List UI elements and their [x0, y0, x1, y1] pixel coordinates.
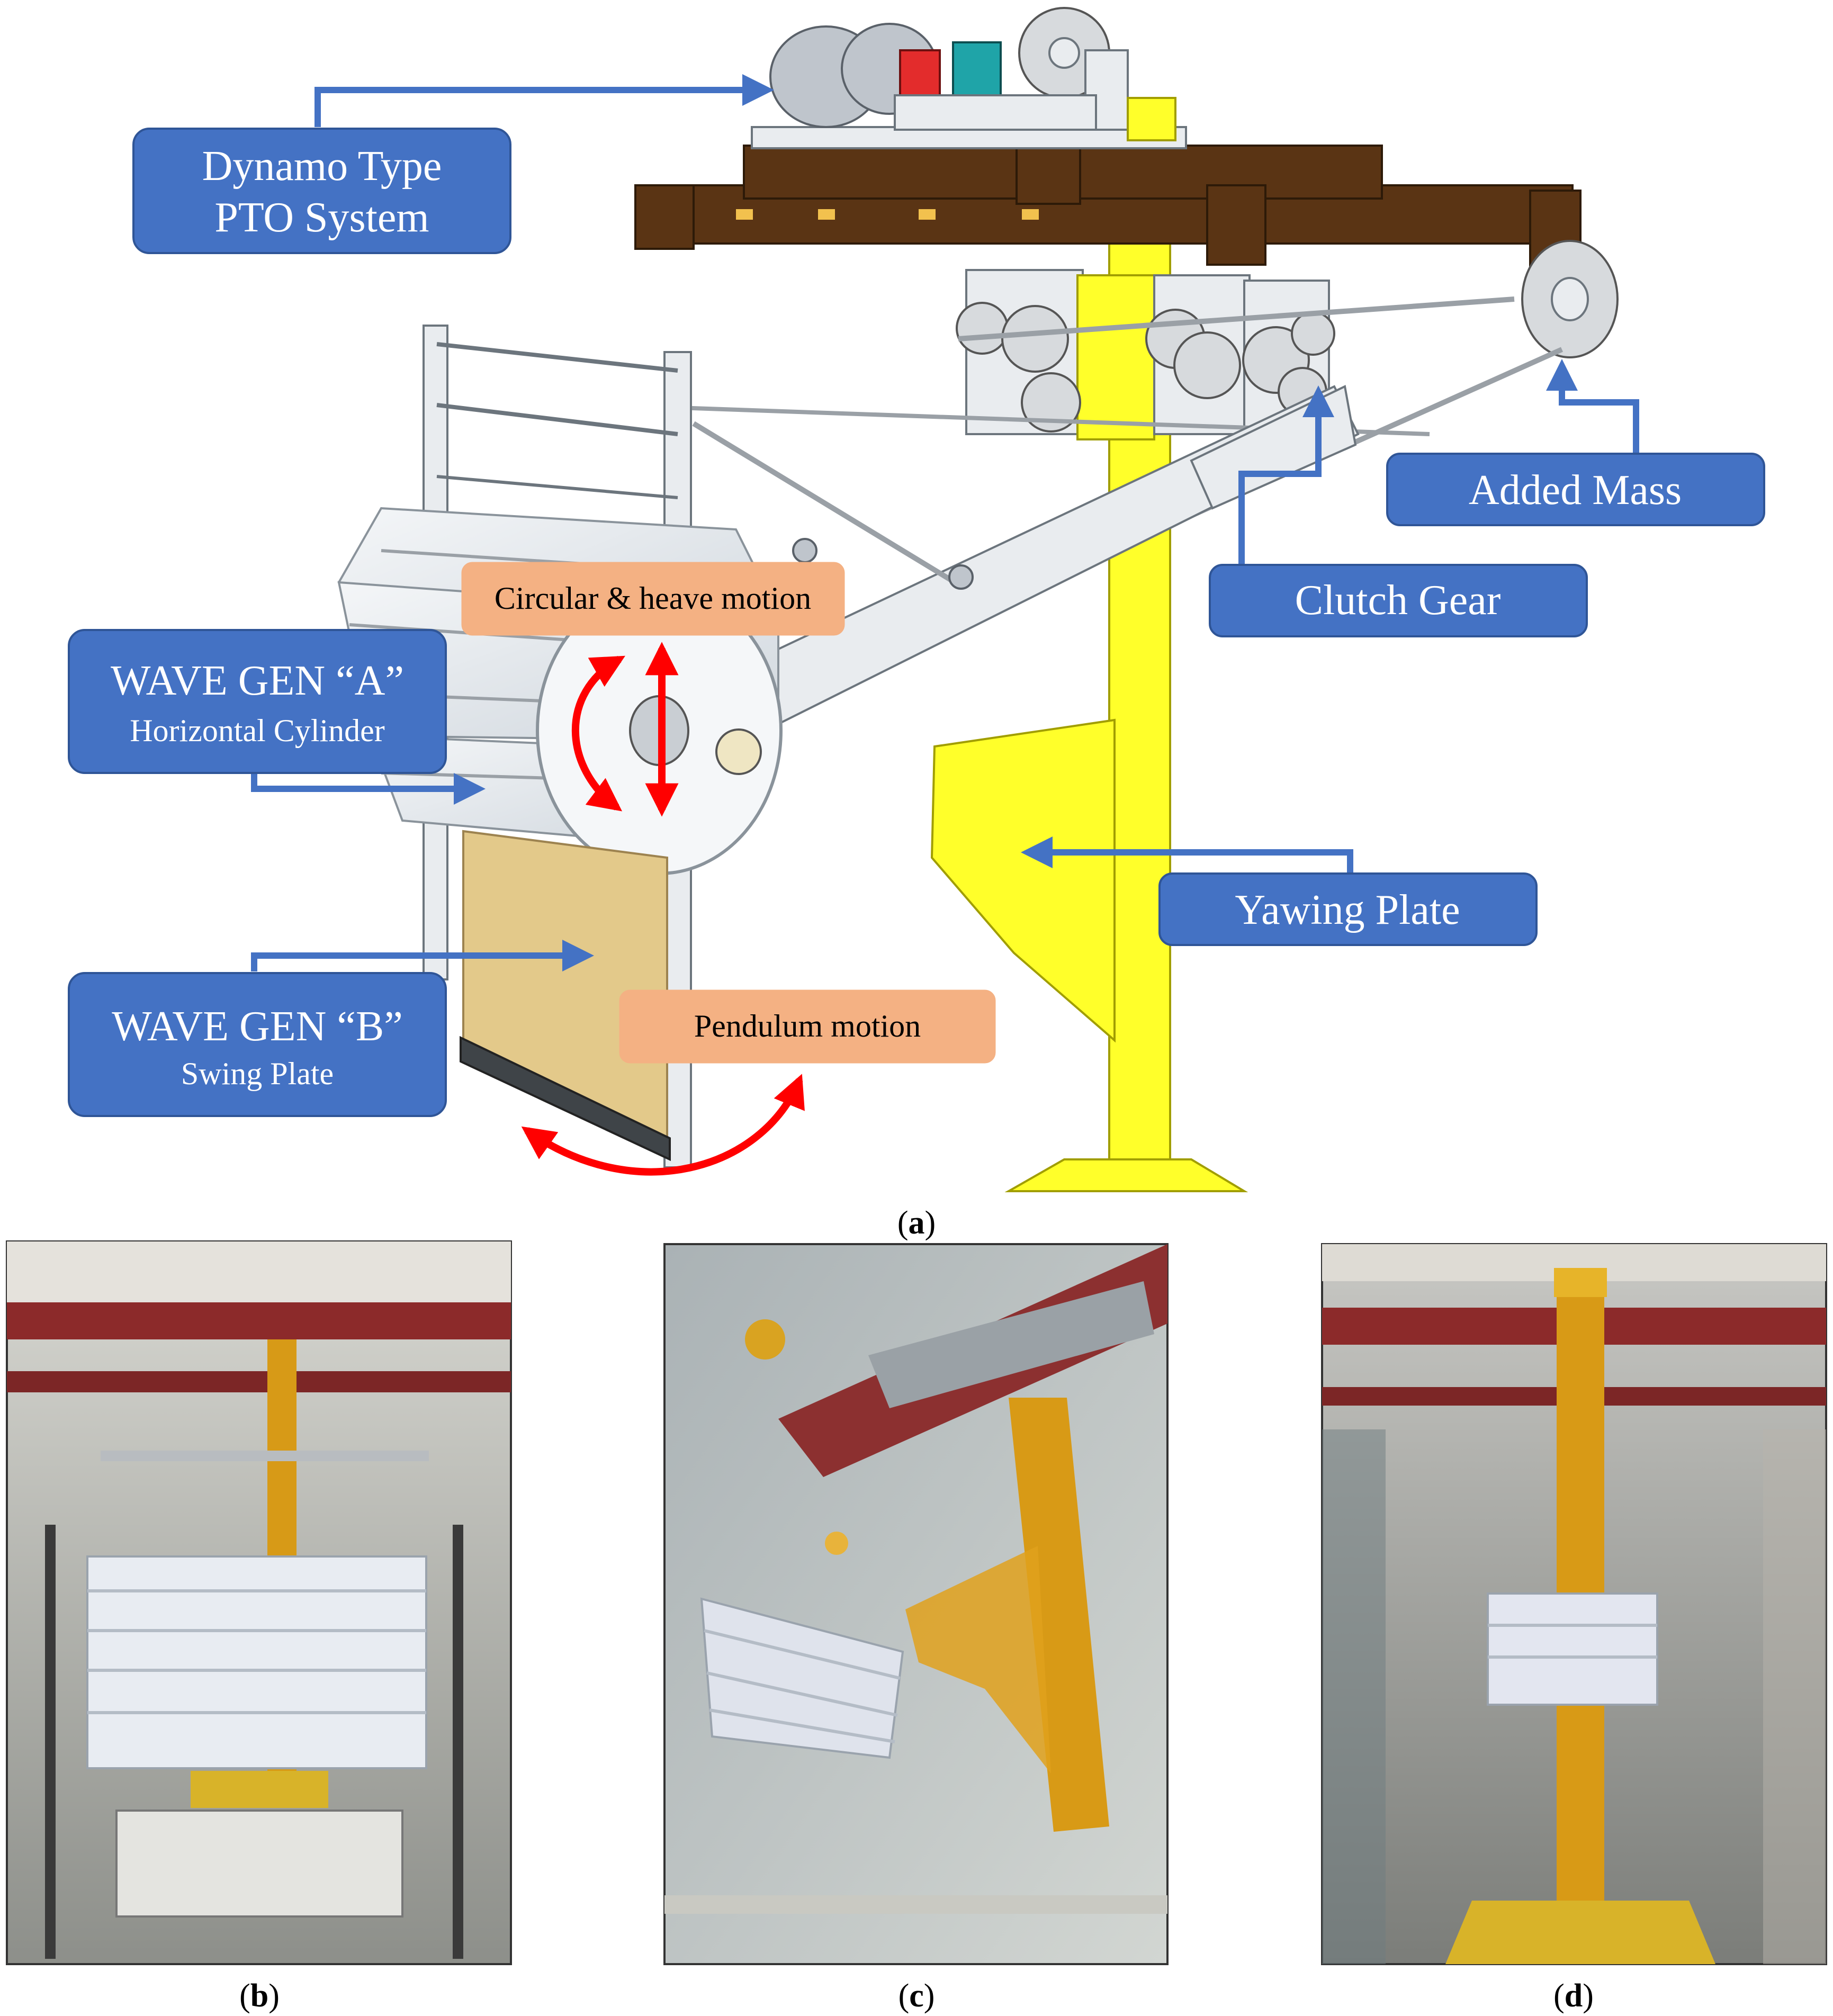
caption-c: (c) [898, 1978, 935, 2014]
dynamo-callout: Dynamo Type PTO System [132, 128, 511, 254]
panel-a-illustration: Dynamo Type PTO System Added Mass Clutch… [68, 7, 1765, 1192]
yawing-plate-callout: Yawing Plate [1158, 872, 1538, 946]
motion-arrows [521, 642, 805, 1176]
wave-b-label-line1: WAVE GEN “B” [112, 1003, 403, 1050]
wave-a-leader-line [251, 773, 486, 805]
yawing-plate-leader-line [1021, 836, 1353, 874]
pendulum-note: Pendulum motion [619, 989, 996, 1064]
added-mass-callout: Added Mass [1386, 453, 1765, 526]
clutch-gear-leader-line [1238, 385, 1334, 564]
leader-lines [251, 74, 1639, 971]
clutch-gear-callout: Clutch Gear [1209, 564, 1588, 637]
wave-a-label-line1: WAVE GEN “A” [111, 658, 404, 704]
circular-motion-arrow [571, 655, 625, 812]
circular-heave-note: Circular & heave motion [461, 562, 845, 636]
dynamo-leader-line [315, 74, 774, 127]
pendulum-label: Pendulum motion [694, 1009, 921, 1043]
photo-panel-b [6, 1240, 512, 1965]
clutch-gear-label: Clutch Gear [1295, 577, 1501, 624]
yawing-plate-label: Yawing Plate [1235, 887, 1460, 933]
pendulum-motion-arrow [521, 1074, 805, 1176]
wave-b-leader-line [251, 940, 594, 971]
caption-d: (d) [1553, 1978, 1594, 2014]
added-mass-label: Added Mass [1469, 467, 1682, 514]
dynamo-label-line1: Dynamo Type [202, 143, 442, 190]
photo-panel-c [663, 1243, 1169, 1965]
wave-a-callout: WAVE GEN “A” Horizontal Cylinder [68, 629, 447, 774]
wave-b-label-line2: Swing Plate [181, 1056, 334, 1091]
wave-b-callout: WAVE GEN “B” Swing Plate [68, 972, 447, 1117]
caption-a: (a) [897, 1205, 936, 1241]
top-frame [634, 139, 1582, 271]
wave-a-label-line2: Horizontal Cylinder [130, 713, 385, 748]
added-mass-leader-line [1546, 359, 1639, 453]
dynamo-machinery [751, 7, 1187, 149]
photo-panel-d [1321, 1243, 1827, 1965]
gear-train [677, 269, 1515, 446]
yawing-plate-shape [930, 718, 1116, 1043]
dynamo-label-line2: PTO System [214, 194, 429, 241]
circular-heave-label: Circular & heave motion [495, 581, 811, 616]
caption-b: (b) [239, 1978, 280, 2014]
